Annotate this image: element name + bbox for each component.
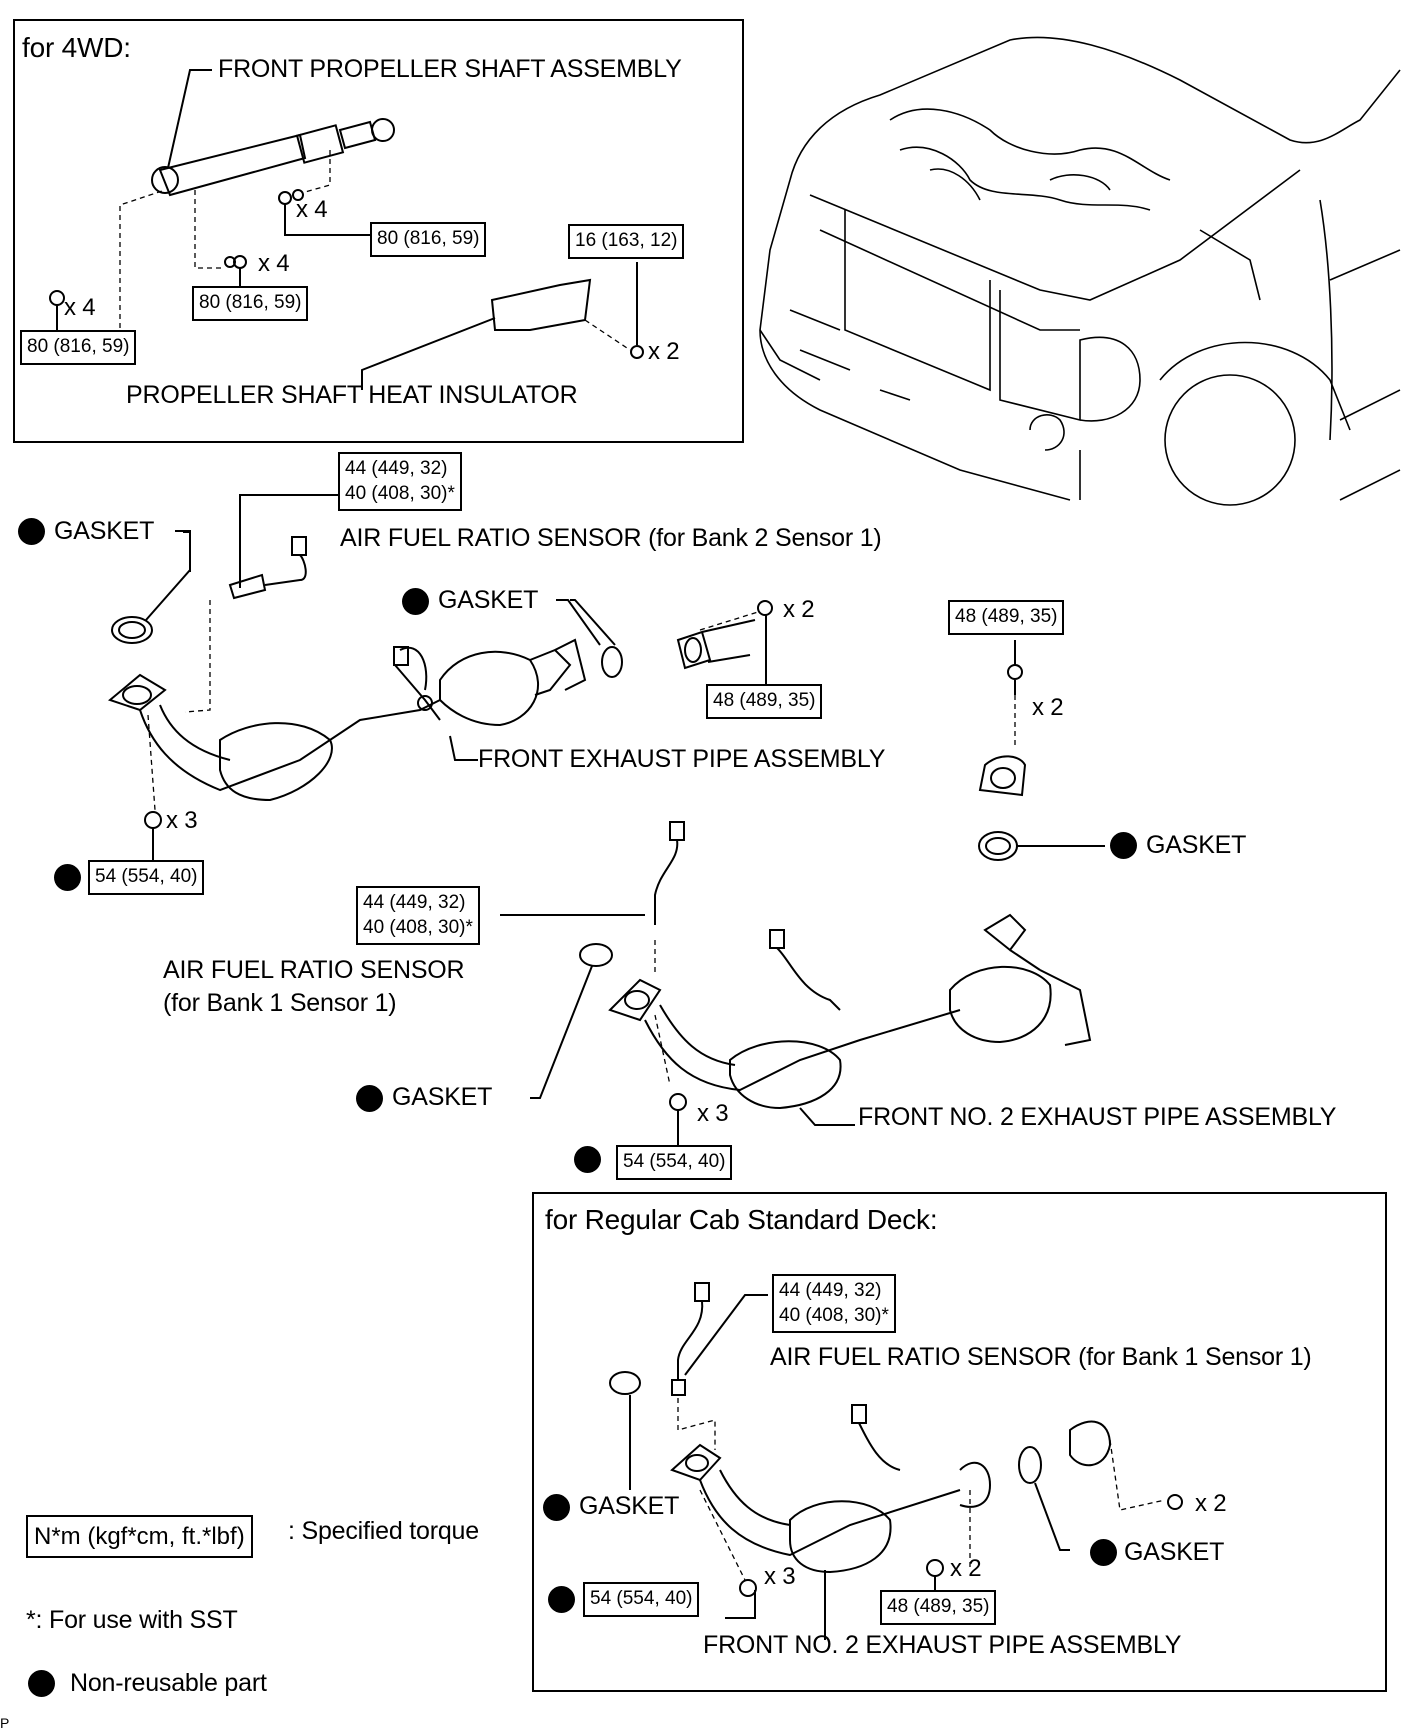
legend-torque-desc: : Specified torque [288, 1517, 479, 1545]
count-regular-cab-bolt: x 2 [1195, 1490, 1227, 1517]
count-upper-nut: x 4 [296, 196, 328, 223]
heat-insulator-label: PROPELLER SHAFT HEAT INSULATOR [126, 381, 578, 409]
count-right-flange-bolt: x 2 [1032, 694, 1064, 721]
gasket-label-3: GASKET [1146, 831, 1247, 859]
torque-box-flange-bolt: 48 (489, 35) [706, 684, 823, 719]
legend-non-reusable-label: Non-reusable part [70, 1669, 267, 1697]
torque-line-2: 40 (408, 30)* [363, 916, 473, 938]
flange-parts-drawing [676, 600, 1105, 861]
four-wd-section [13, 19, 744, 443]
legend-non-reusable-icon [28, 1670, 55, 1697]
torque-box-afr-bank2: 44 (449, 32) 40 (408, 30)* [338, 452, 462, 512]
torque-box-4wd-nut-middle: 80 (816, 59) [192, 286, 309, 321]
regular-cab-gasket-left: GASKET [579, 1492, 680, 1520]
front-no2-exhaust-pipe-label: FRONT NO. 2 EXHAUST PIPE ASSEMBLY [858, 1103, 1337, 1131]
non-reusable-icon [54, 864, 81, 891]
torque-box-bank2-nut: 54 (554, 40) [88, 860, 205, 895]
regular-cab-afr-label: AIR FUEL RATIO SENSOR (for Bank 1 Sensor… [770, 1343, 1312, 1371]
heat-insulator-drawing [361, 262, 644, 390]
torque-box-regular-cab-afr: 44 (449, 32) 40 (408, 30)* [772, 1274, 896, 1334]
non-reusable-icon [1090, 1539, 1117, 1566]
torque-box-right-flange: 48 (489, 35) [948, 600, 1065, 635]
footer-mark: P [0, 1715, 10, 1731]
afr-sensor-bank2-label: AIR FUEL RATIO SENSOR (for Bank 2 Sensor… [340, 524, 882, 552]
non-reusable-icon [356, 1085, 383, 1112]
torque-box-4wd-bolt: 80 (816, 59) [20, 330, 137, 365]
front-propeller-shaft-label: FRONT PROPELLER SHAFT ASSEMBLY [218, 55, 682, 83]
regular-cab-front-no2-label: FRONT NO. 2 EXHAUST PIPE ASSEMBLY [703, 1631, 1182, 1659]
torque-box-4wd-nut-upper: 80 (816, 59) [370, 222, 487, 257]
count-middle-nut: x 4 [258, 250, 290, 277]
non-reusable-icon [402, 588, 429, 615]
torque-line-2: 40 (408, 30)* [779, 1304, 889, 1326]
non-reusable-icon [543, 1494, 570, 1521]
non-reusable-icon [1110, 832, 1137, 859]
legend-sst-note: *: For use with SST [26, 1606, 238, 1634]
non-reusable-icon [18, 518, 45, 545]
afr-sensor-bank1-label-line1: AIR FUEL RATIO SENSOR [163, 956, 465, 984]
gasket-label-1: GASKET [54, 517, 155, 545]
torque-line-1: 44 (449, 32) [345, 458, 448, 479]
count-regular-cab-nut-x2: x 2 [950, 1555, 982, 1582]
torque-box-afr-bank1: 44 (449, 32) 40 (408, 30)* [356, 886, 480, 946]
torque-box-regular-cab-48: 48 (489, 35) [880, 1590, 997, 1625]
regular-cab-section [532, 1192, 1387, 1692]
count-bank2-nut: x 3 [166, 807, 198, 834]
count-flange-bolt: x 2 [783, 596, 815, 623]
non-reusable-icon [574, 1146, 601, 1173]
torque-box-bank1-nut: 54 (554, 40) [616, 1145, 733, 1180]
torque-box-regular-cab-54: 54 (554, 40) [583, 1582, 700, 1617]
torque-box-4wd-insulator-bolt: 16 (163, 12) [568, 224, 685, 259]
regular-cab-exhaust-drawing [609, 1282, 1183, 1640]
afr-sensor-bank1-label-line2: (for Bank 1 Sensor 1) [163, 989, 397, 1017]
gasket-label-4: GASKET [392, 1083, 493, 1111]
count-regular-cab-nut-x3: x 3 [764, 1563, 796, 1590]
front-no2-exhaust-pipe-drawing [500, 821, 1092, 1150]
count-insulator-bolt: x 2 [648, 338, 680, 365]
gasket-label-2: GASKET [438, 586, 539, 614]
count-bank1-nut: x 3 [697, 1100, 729, 1127]
vehicle-front-illustration [759, 36, 1401, 506]
torque-line-2: 40 (408, 30)* [345, 482, 455, 504]
torque-line-1: 44 (449, 32) [779, 1280, 882, 1301]
front-exhaust-pipe-label: FRONT EXHAUST PIPE ASSEMBLY [478, 745, 886, 773]
torque-line-1: 44 (449, 32) [363, 892, 466, 913]
regular-cab-title: for Regular Cab Standard Deck: [545, 1204, 938, 1235]
count-bolt: x 4 [64, 294, 96, 321]
four-wd-title: for 4WD: [22, 32, 131, 63]
non-reusable-icon [548, 1586, 575, 1613]
legend-torque-box: N*m (kgf*cm, ft.*lbf) [26, 1515, 253, 1559]
propeller-shaft-drawing [49, 118, 395, 330]
regular-cab-gasket-right: GASKET [1124, 1538, 1225, 1566]
